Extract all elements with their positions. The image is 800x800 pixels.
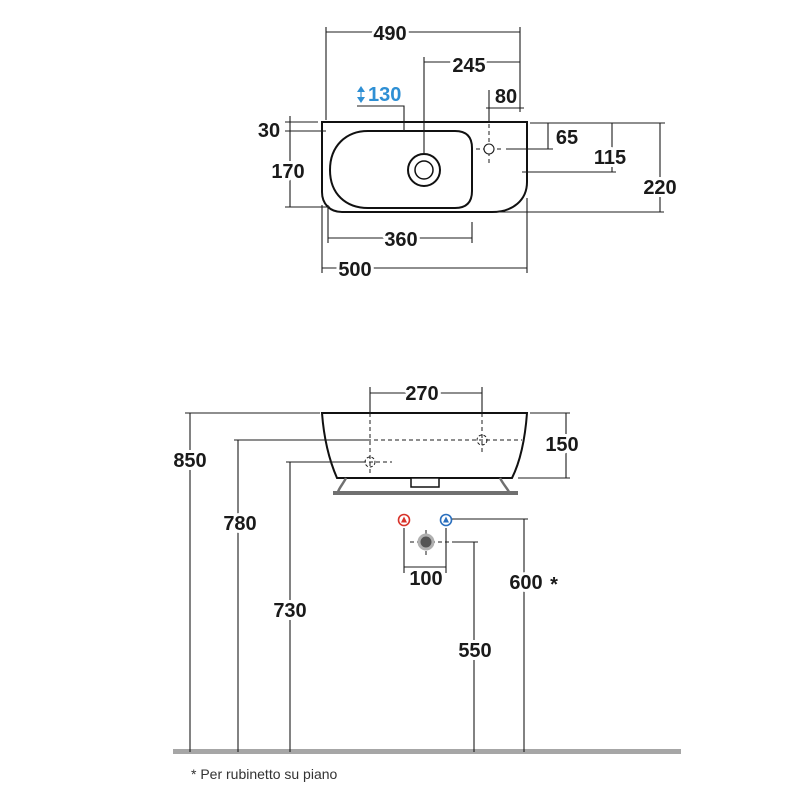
faucet-hole bbox=[476, 124, 504, 166]
wall-support bbox=[333, 477, 518, 495]
dimension-label: 80 bbox=[495, 86, 517, 108]
drain-body bbox=[410, 477, 440, 488]
dimension-label: 220 bbox=[643, 177, 676, 199]
dimension-label: 245 bbox=[452, 55, 485, 77]
dimension-label: 30 bbox=[258, 120, 280, 142]
footnote: * Per rubinetto su piano bbox=[191, 766, 338, 782]
dimension-130: 130 bbox=[357, 84, 405, 131]
dimension-80: 80 bbox=[486, 83, 524, 122]
drain-outlet-icon bbox=[417, 533, 435, 551]
dimension-label: 490 bbox=[373, 23, 406, 45]
dimension-label: 115 bbox=[594, 147, 626, 169]
dimension-150: 150 bbox=[518, 412, 582, 479]
dimension-270: 270 bbox=[369, 380, 483, 413]
dimension-label: 65 bbox=[556, 127, 578, 149]
support-leg-right bbox=[498, 477, 511, 493]
dimension-600: 600 * bbox=[452, 518, 561, 752]
dimension-170: 170 bbox=[268, 131, 330, 208]
dimension-850: 850 bbox=[170, 412, 320, 752]
dimension-65: 65 bbox=[506, 123, 581, 152]
dimension-245: 245 bbox=[423, 52, 520, 154]
dimension-label: 100 bbox=[409, 568, 442, 590]
plan-view: 490 245 130 80 bbox=[255, 20, 680, 284]
elevation-view: 270 150 850 780 730 bbox=[170, 380, 681, 754]
dimension-label: 360 bbox=[384, 229, 417, 251]
dimension-500: 500 bbox=[321, 198, 528, 284]
faucet-hole-circle bbox=[483, 143, 495, 155]
basin-front-outline bbox=[320, 412, 529, 479]
dimension-490: 490 bbox=[325, 20, 521, 120]
footnote-marker: * bbox=[550, 574, 558, 596]
drain-inner-ring bbox=[414, 160, 434, 180]
dimension-780: 780 bbox=[220, 439, 368, 752]
dimension-360: 360 bbox=[327, 205, 473, 254]
dimension-730: 730 bbox=[270, 461, 366, 752]
dimension-100: 100 bbox=[403, 528, 447, 593]
dimension-label: 150 bbox=[545, 434, 578, 456]
dimension-label: 780 bbox=[223, 513, 256, 535]
up-down-arrow-icon bbox=[357, 86, 365, 103]
dimension-30: 30 bbox=[255, 116, 326, 145]
hot-water-inlet-icon bbox=[397, 513, 411, 527]
dimension-label: 850 bbox=[173, 450, 206, 472]
dimension-label: 550 bbox=[458, 640, 491, 662]
dimension-label: 170 bbox=[271, 161, 304, 183]
faucet-hole-section bbox=[476, 434, 488, 446]
bowl-depth-label: 130 bbox=[368, 84, 401, 106]
leader-line bbox=[357, 105, 405, 131]
dimension-550: 550 bbox=[455, 541, 495, 752]
dimension-115: 115 bbox=[522, 123, 629, 173]
dimension-label: 270 bbox=[405, 383, 438, 405]
dimension-label: 730 bbox=[273, 600, 306, 622]
support-leg-left bbox=[336, 477, 348, 493]
bowl-outline bbox=[328, 130, 473, 209]
dimension-label: 600 bbox=[509, 572, 542, 594]
dimension-label: 500 bbox=[338, 259, 371, 281]
support-bar bbox=[333, 491, 518, 495]
dimension-220: 220 bbox=[497, 123, 680, 213]
floor-line bbox=[173, 749, 681, 754]
cold-water-inlet-icon bbox=[439, 513, 453, 527]
